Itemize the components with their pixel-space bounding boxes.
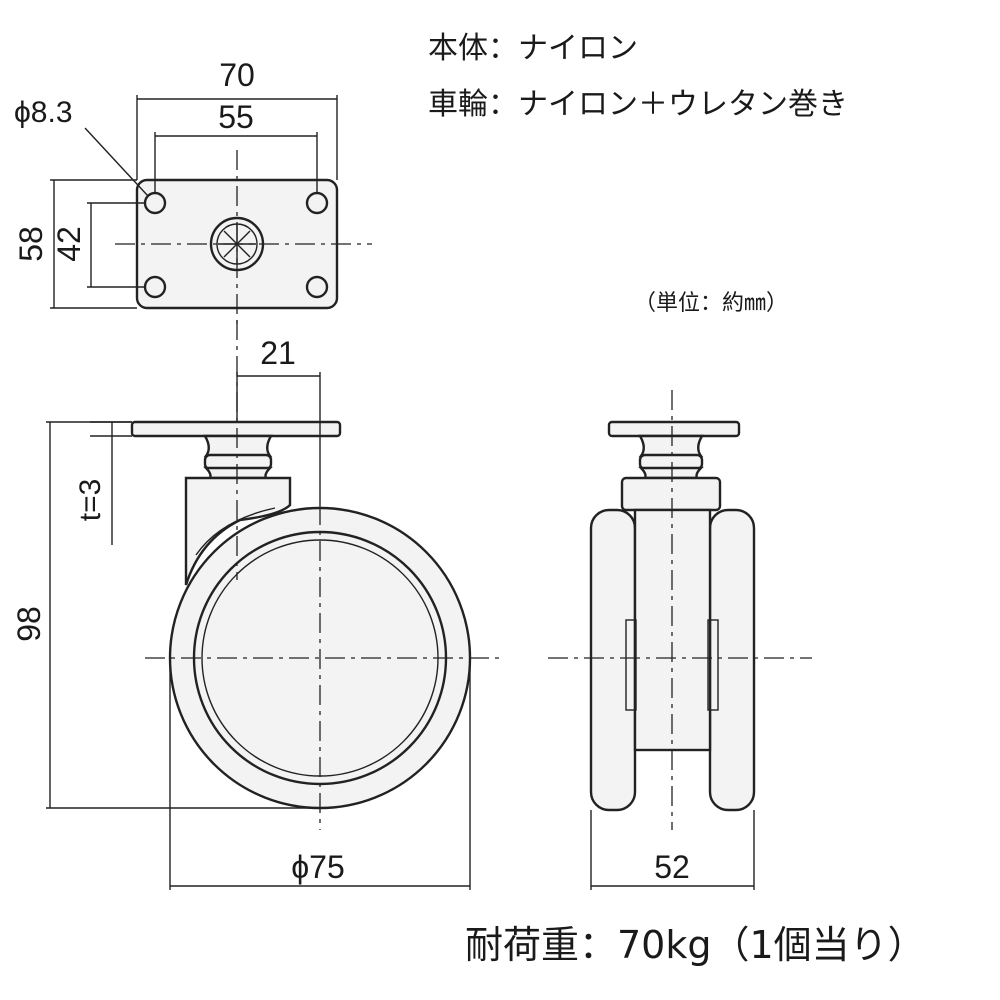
top-view: 70 55 ϕ8.3 58 42 <box>13 57 372 330</box>
wheel-right <box>708 508 756 812</box>
mounting-plate-side <box>130 420 342 438</box>
load-capacity-label: 耐荷重：70kg（1個当り） <box>465 923 926 967</box>
dim-hole-pitch-width: 55 <box>218 99 254 135</box>
dim-wheel-width: 52 <box>654 849 690 885</box>
dim-plate-width: 70 <box>219 57 255 93</box>
unit-note: （単位：約㎜） <box>634 291 788 316</box>
dim-hole-pitch-depth: 42 <box>51 226 87 262</box>
dim-total-height: 98 <box>11 606 47 642</box>
dim-wheel-diameter: ϕ75 <box>291 849 345 885</box>
wheel-left <box>589 508 637 812</box>
dim-hole-diameter: ϕ8.3 <box>14 96 73 129</box>
dim-plate-thickness: t=3 <box>74 479 107 522</box>
body-material-label: 本体：ナイロン <box>428 31 638 66</box>
mounting-hole <box>305 275 329 299</box>
mounting-plate-end <box>607 420 741 438</box>
wheel-material-label: 車輪：ナイロン＋ウレタン巻き <box>428 87 848 122</box>
swivel-stem <box>209 216 265 272</box>
swivel-neck <box>202 434 274 458</box>
end-view: 52 <box>548 390 812 890</box>
dim-offset: 21 <box>260 335 296 371</box>
fork-end <box>620 476 722 512</box>
dim-plate-depth: 58 <box>13 226 49 262</box>
side-view: 21 t=3 98 ϕ75 <box>11 320 500 890</box>
